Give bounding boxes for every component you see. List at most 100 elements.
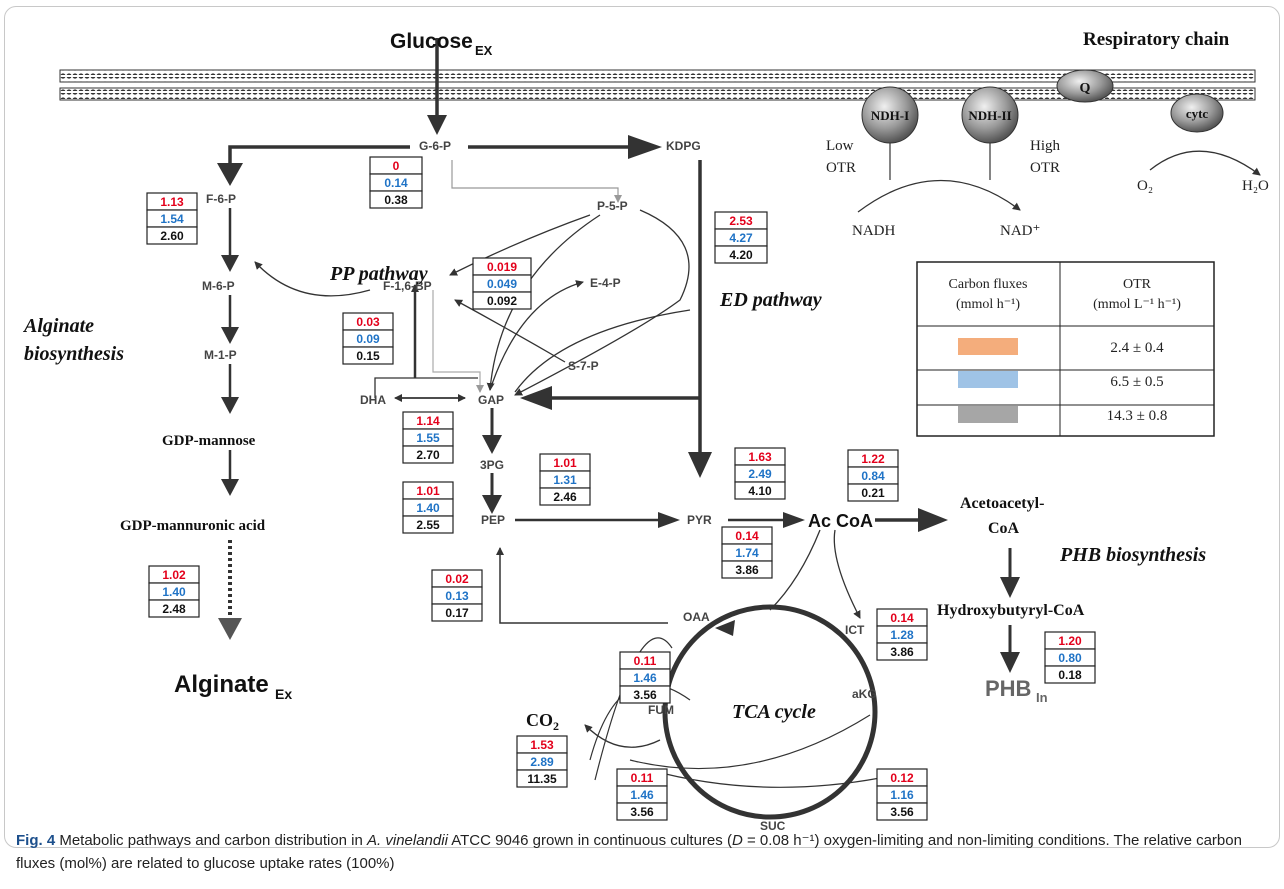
node-akg: aKG bbox=[852, 687, 877, 701]
flux-box-g6p-f6p: 00.140.38 bbox=[369, 156, 423, 209]
node-acetoacetyl: Acetoacetyl- bbox=[960, 495, 1044, 512]
node-gap: GAP bbox=[478, 393, 504, 407]
pathway-labels: Alginate biosynthesis PP pathway ED path… bbox=[22, 263, 1206, 566]
flux-box-oaa-pep: 0.020.130.17 bbox=[431, 569, 483, 622]
flux-value: 1.20 bbox=[1058, 634, 1082, 648]
flux-value: 2.60 bbox=[160, 229, 184, 243]
flux-value: 3.56 bbox=[890, 805, 914, 819]
flux-value: 3.56 bbox=[630, 805, 654, 819]
flux-value: 0.21 bbox=[861, 486, 885, 500]
flux-box-akg-suc: 0.121.163.56 bbox=[876, 768, 928, 821]
flux-value: 1.14 bbox=[416, 414, 440, 428]
flux-box-pep-pyr: 1.011.402.55 bbox=[402, 481, 454, 534]
flux-value: 1.74 bbox=[735, 546, 759, 560]
flux-cell bbox=[516, 769, 568, 788]
flux-value: 4.27 bbox=[729, 231, 753, 245]
node-gdp-mannose: GDP-mannose bbox=[162, 433, 256, 449]
legend-swatch-orange bbox=[958, 338, 1018, 355]
caption-species: A. vinelandii bbox=[367, 832, 448, 849]
flux-value: 1.55 bbox=[416, 431, 440, 445]
high-otr-label: High bbox=[1030, 138, 1061, 154]
flux-value: 2.89 bbox=[530, 755, 554, 769]
flux-box-suc-fum: 0.111.463.56 bbox=[616, 768, 668, 821]
flux-box-accoa-tca: 0.141.743.86 bbox=[721, 526, 773, 579]
flux-value: 11.35 bbox=[527, 772, 557, 786]
flux-cell bbox=[714, 245, 768, 264]
legend-otr-low: 2.4 ± 0.4 bbox=[1110, 340, 1164, 356]
caption-text-1: Metabolic pathways and carbon distributi… bbox=[55, 832, 368, 849]
node-dha: DHA bbox=[360, 393, 386, 407]
svg-text:EX: EX bbox=[475, 43, 493, 58]
pp-pathway-label: PP pathway bbox=[329, 263, 428, 285]
high-otr-label-2: OTR bbox=[1030, 160, 1060, 176]
flux-value: 3.86 bbox=[890, 645, 914, 659]
node-ac-coa: Ac CoA bbox=[808, 511, 873, 531]
legend-header-fluxes: Carbon fluxes bbox=[949, 277, 1028, 292]
flux-value: 0.03 bbox=[356, 315, 380, 329]
flux-value: 0.15 bbox=[356, 349, 380, 363]
flux-box-f6p-m6p: 1.131.542.60 bbox=[146, 192, 198, 245]
node-glucose-ex: Glucose EX bbox=[390, 30, 493, 58]
flux-cell bbox=[734, 481, 786, 500]
flux-box-kdpg-pyr: 2.534.274.20 bbox=[714, 211, 768, 264]
flux-value: 0.11 bbox=[631, 771, 654, 785]
figure-caption: Fig. 4 Metabolic pathways and carbon dis… bbox=[16, 829, 1266, 875]
respiratory-chain: Respiratory chain Q NDH-I NDH-II cytc Lo… bbox=[826, 29, 1269, 239]
low-otr-label-2: OTR bbox=[826, 160, 856, 176]
flux-value: 4.10 bbox=[748, 484, 772, 498]
legend-swatch-gray bbox=[958, 406, 1018, 423]
flux-box-phb: 1.200.800.18 bbox=[1044, 631, 1096, 684]
caption-text-3: = 0.08 h⁻¹) oxygen-limiting and non-limi… bbox=[16, 832, 1242, 872]
tca-cycle-label: TCA cycle bbox=[732, 701, 816, 723]
ndh1-label: NDH-I bbox=[871, 108, 909, 123]
caption-label: Fig. 4 bbox=[16, 832, 56, 849]
flux-value: 0.019 bbox=[487, 260, 517, 274]
cell-membrane bbox=[59, 69, 1256, 101]
node-m1p: M-1-P bbox=[204, 348, 237, 362]
flux-value: 2.49 bbox=[748, 467, 772, 481]
flux-value: 0.02 bbox=[445, 572, 469, 586]
flux-value: 2.70 bbox=[416, 448, 440, 462]
flux-value: 0.11 bbox=[634, 654, 657, 668]
node-hydroxybutyryl-coa: Hydroxybutyryl-CoA bbox=[937, 602, 1085, 619]
o2-label: O₂ bbox=[1137, 178, 1153, 194]
flux-value: 0.14 bbox=[384, 176, 408, 190]
node-kdpg: KDPG bbox=[666, 139, 701, 153]
flux-value: 1.01 bbox=[553, 456, 577, 470]
flux-value: 1.63 bbox=[748, 450, 772, 464]
low-otr-label: Low bbox=[826, 138, 854, 154]
flux-value: 2.55 bbox=[416, 518, 440, 532]
flux-value: 3.56 bbox=[633, 688, 657, 702]
flux-value: 0.09 bbox=[356, 332, 380, 346]
nad-label: NAD⁺ bbox=[1000, 223, 1040, 239]
cytc-label: cytc bbox=[1186, 106, 1209, 121]
svg-text:CO: CO bbox=[526, 710, 553, 730]
svg-text:Ex: Ex bbox=[275, 686, 292, 702]
flux-value: 0.84 bbox=[861, 469, 885, 483]
flux-value: 0.14 bbox=[890, 611, 914, 625]
flux-box-gap-3pg: 1.14 1.55 2.70 bbox=[402, 411, 454, 464]
node-s7p: S-7-P bbox=[568, 359, 599, 373]
flux-value: 1.31 bbox=[553, 473, 577, 487]
flux-value: 1.46 bbox=[633, 671, 657, 685]
q-label: Q bbox=[1080, 81, 1091, 96]
flux-box-oaa-fum: 0.11 1.46 3.56 bbox=[619, 651, 671, 704]
flux-value: 1.13 bbox=[160, 195, 184, 209]
flux-value: 2.53 bbox=[729, 214, 753, 228]
svg-text:Glucose: Glucose bbox=[390, 30, 473, 53]
flux-box-alginate-ex: 1.021.402.48 bbox=[148, 565, 200, 618]
respiratory-chain-title: Respiratory chain bbox=[1083, 29, 1230, 50]
svg-text:PHB: PHB bbox=[985, 676, 1031, 701]
flux-cell bbox=[539, 487, 591, 506]
flux-value: 0.049 bbox=[487, 277, 517, 291]
flux-value: 1.40 bbox=[416, 501, 440, 515]
legend-swatch-blue bbox=[958, 371, 1018, 388]
flux-value: 3.86 bbox=[735, 563, 759, 577]
flux-value: 0.12 bbox=[890, 771, 914, 785]
legend-otr-mid: 6.5 ± 0.5 bbox=[1110, 374, 1163, 390]
node-ict: ICT bbox=[845, 623, 865, 637]
flux-cell bbox=[847, 483, 899, 502]
flux-value: 0.80 bbox=[1058, 651, 1082, 665]
